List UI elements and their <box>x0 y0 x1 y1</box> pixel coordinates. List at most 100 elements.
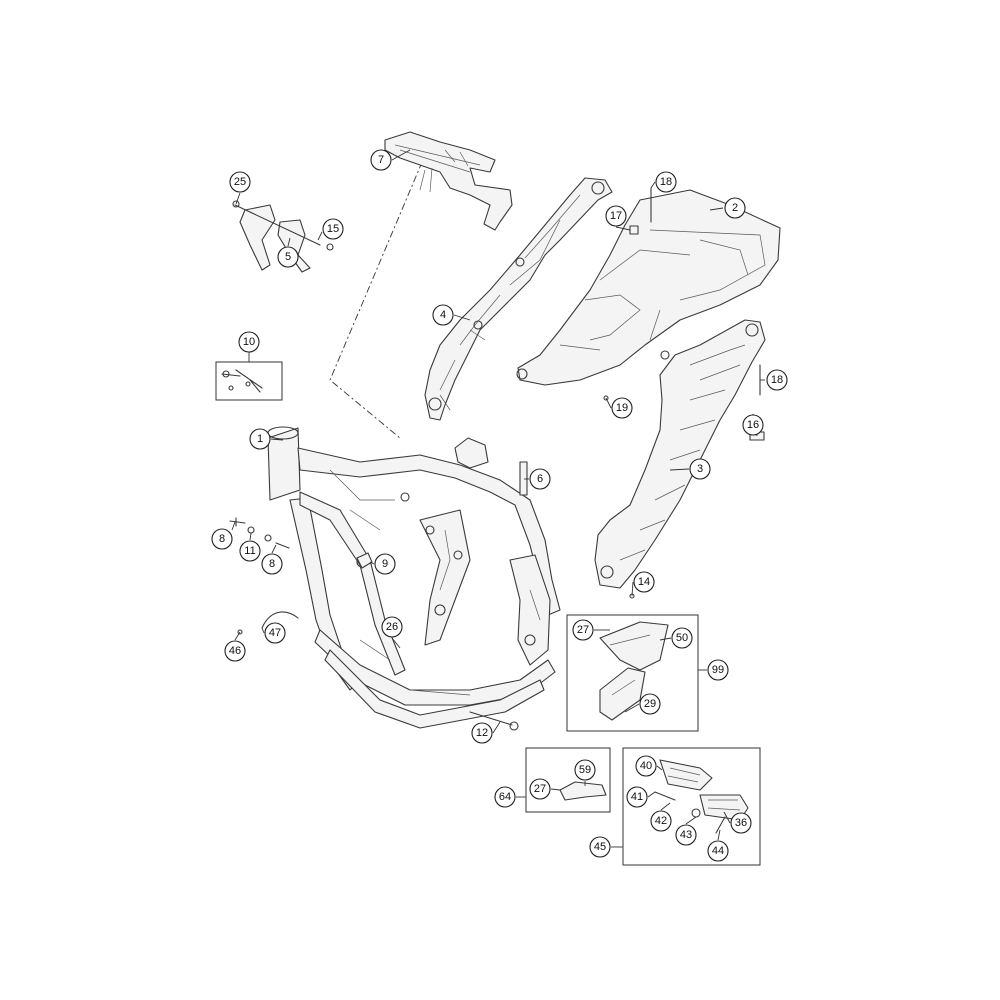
callout-circle <box>277 246 299 268</box>
part-41-pin <box>654 791 676 801</box>
leader-c40 <box>656 765 663 771</box>
leader-c15 <box>317 231 323 241</box>
callout-number: 64 <box>499 791 511 803</box>
leader-c12 <box>492 721 501 734</box>
callout-c46: 46 <box>224 640 246 662</box>
callout-circle <box>238 331 260 353</box>
callout-circle <box>370 149 392 171</box>
callout-c15: 15 <box>322 218 344 240</box>
fastener-group-8-11 <box>229 517 290 549</box>
callout-circle <box>229 171 251 193</box>
leader-c17 <box>615 226 631 231</box>
callout-c6: 6 <box>529 468 551 490</box>
callout-number: 3 <box>697 463 703 475</box>
callout-c64: 64 <box>494 786 516 808</box>
callouts: 7251551821741018191613681198142726504746… <box>211 149 788 862</box>
callout-circle <box>611 397 633 419</box>
callout-c36: 36 <box>730 812 752 834</box>
callout-c47: 47 <box>264 622 286 644</box>
callout-number: 42 <box>655 815 667 827</box>
leader-c18a <box>650 181 656 189</box>
callout-circle <box>635 755 657 777</box>
part-5-bracket <box>232 200 334 273</box>
part-40-footpeg <box>659 759 713 791</box>
kit-64-box <box>525 747 611 813</box>
callout-c12: 12 <box>471 722 493 744</box>
callout-c99: 99 <box>707 659 729 681</box>
callout-number: 40 <box>640 760 652 772</box>
callout-circle <box>471 722 493 744</box>
callout-c41: 41 <box>626 786 648 808</box>
leader-c46 <box>234 631 241 641</box>
callout-number: 29 <box>644 698 656 710</box>
callout-c4: 4 <box>432 304 454 326</box>
callout-number: 27 <box>534 783 546 795</box>
callout-c42: 42 <box>650 810 672 832</box>
callout-circle <box>766 369 788 391</box>
callout-circle <box>689 458 711 480</box>
callout-number: 25 <box>234 176 246 188</box>
callout-circle <box>224 640 246 662</box>
callout-number: 43 <box>680 829 692 841</box>
callout-c1: 1 <box>249 428 271 450</box>
callout-c44: 44 <box>707 840 729 862</box>
leader-c27b <box>550 788 561 791</box>
leader-c14 <box>631 581 634 597</box>
callout-number: 45 <box>594 841 606 853</box>
callout-number: 18 <box>660 176 672 188</box>
part-59-slider <box>559 781 607 801</box>
leader-c9 <box>369 561 375 565</box>
callout-number: 46 <box>229 645 241 657</box>
callout-number: 5 <box>285 251 291 263</box>
callout-c27b: 27 <box>529 778 551 800</box>
leader-c8a <box>231 521 236 531</box>
part-9 <box>356 552 373 569</box>
kit-10-box <box>215 361 283 401</box>
callout-number: 14 <box>638 576 650 588</box>
callout-circle <box>671 627 693 649</box>
leader-c43 <box>685 816 697 825</box>
callout-circle <box>494 786 516 808</box>
callout-c8b: 8 <box>261 553 283 575</box>
callout-c25: 25 <box>229 171 251 193</box>
callout-number: 6 <box>537 473 543 485</box>
callout-circle <box>626 786 648 808</box>
callout-circle <box>730 812 752 834</box>
part-7-bracket <box>384 131 513 231</box>
callout-c26: 26 <box>381 616 403 638</box>
callout-number: 50 <box>676 632 688 644</box>
callout-circle <box>264 622 286 644</box>
callout-circle <box>322 218 344 240</box>
callout-number: 27 <box>577 624 589 636</box>
part-43-washer <box>691 808 701 818</box>
callout-c5: 5 <box>277 246 299 268</box>
callout-number: 2 <box>732 202 738 214</box>
callout-circle <box>432 304 454 326</box>
callout-circle <box>650 810 672 832</box>
callout-number: 15 <box>327 223 339 235</box>
callout-circle <box>589 836 611 858</box>
leader-lines <box>215 149 765 848</box>
callout-circle <box>529 468 551 490</box>
callout-c59: 59 <box>574 759 596 781</box>
part-2-rear-subframe <box>516 189 781 386</box>
callout-number: 11 <box>244 545 255 557</box>
kit-45-box <box>622 747 761 866</box>
leader-c1 <box>270 438 284 441</box>
callout-c29: 29 <box>639 693 661 715</box>
callout-c7: 7 <box>370 149 392 171</box>
part-10-kit <box>221 369 263 393</box>
callout-circle <box>639 693 661 715</box>
callout-circle <box>381 616 403 638</box>
callout-circle <box>724 197 746 219</box>
callout-c9: 9 <box>374 553 396 575</box>
callout-c27a: 27 <box>572 619 594 641</box>
callout-number: 44 <box>712 845 724 857</box>
part-44-cotter-pin <box>715 816 726 834</box>
callout-number: 19 <box>616 402 628 414</box>
callout-circle <box>239 540 261 562</box>
callout-circle <box>261 553 283 575</box>
leader-c19 <box>605 397 612 409</box>
callout-number: 59 <box>579 764 591 776</box>
